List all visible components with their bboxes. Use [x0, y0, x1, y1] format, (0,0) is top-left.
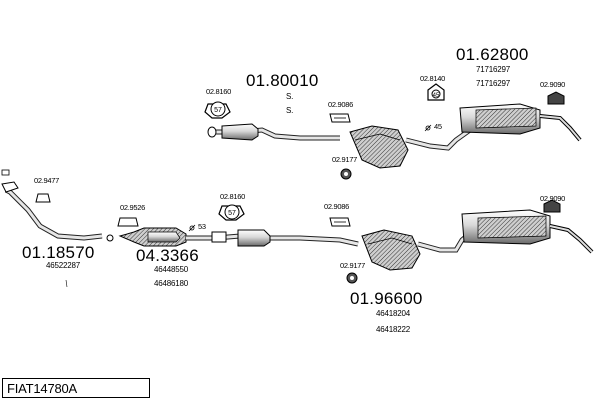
upper-clamp-tail-code: 02.9090	[540, 80, 566, 89]
diagram-title: FIAT14780A	[7, 381, 78, 396]
upper-clamp-rear-code: 02.8140	[420, 74, 446, 83]
lower-pipe-size: 53	[198, 222, 206, 231]
lower-clamp-front-code: 02.8160	[220, 192, 246, 201]
lower-exhaust-system	[1, 169, 594, 284]
upper-rear-part-number: 01.62800	[456, 45, 529, 64]
lower-clamp-front	[218, 204, 245, 221]
title-box: FIAT14780A	[2, 378, 150, 398]
lower-rear-silencer	[461, 209, 594, 254]
lower-clamp-tail	[543, 199, 561, 213]
upper-clamp-front-code: 02.8160	[206, 87, 232, 96]
upper-exhaust-system	[204, 83, 582, 180]
lower-downpipe-part-number: 01.18570	[22, 243, 95, 262]
upper-rubber-mount-code: 02.9177	[332, 155, 358, 164]
upper-rear-ref-1: 71716297	[476, 65, 510, 74]
lower-system-ref-2: 46418222	[376, 325, 410, 334]
upper-clamp-rear	[427, 83, 445, 101]
upper-center-silencer	[207, 123, 259, 141]
lower-clamp-tail-code: 02.9090	[540, 194, 566, 203]
upper-clamp-rear-badge: 45	[433, 93, 440, 99]
lower-cat-ref-1: 46448550	[154, 265, 188, 274]
lower-cat-part-number: 04.3366	[136, 246, 199, 265]
upper-rubber-mount	[340, 168, 352, 180]
upper-clamp-front	[204, 101, 231, 119]
upper-clamp-mid	[329, 113, 351, 123]
lower-pipe-size-marker	[188, 224, 196, 232]
lower-cat-clamp-code: 02.9526	[120, 203, 146, 212]
upper-clamp-tail	[547, 91, 565, 105]
lower-system-part-number: 01.96600	[350, 289, 423, 308]
lower-system-ref-1: 46418204	[376, 309, 410, 318]
lower-middle-box	[361, 229, 421, 271]
upper-pipe-size-marker	[424, 124, 432, 132]
lower-manifold-clip-code: 02.9477	[34, 176, 60, 185]
lower-catalytic-converter	[118, 227, 187, 247]
lower-downpipe-ref: 46522287	[46, 261, 80, 270]
upper-link-pipe	[405, 127, 472, 151]
lower-rubber-mount	[346, 272, 358, 284]
upper-front-note-2: S.	[286, 106, 294, 115]
lower-clamp-front-badge: 57	[228, 210, 236, 217]
lower-center-silencer	[211, 229, 271, 247]
upper-pipe-size: 45	[434, 122, 442, 131]
upper-middle-box	[349, 125, 409, 169]
upper-front-note-1: S.	[286, 92, 294, 101]
lower-cat-clamp	[106, 217, 139, 242]
lower-cat-ref-2: 46486180	[154, 279, 188, 288]
upper-clamp-mid-code: 02.9086	[328, 100, 354, 109]
lower-clamp-mid	[329, 217, 351, 227]
leader-lines	[65, 279, 68, 288]
lower-rubber-mount-code: 02.9177	[340, 261, 366, 270]
lower-manifold-clip	[35, 193, 51, 203]
lower-downpipe	[1, 169, 103, 241]
upper-front-part-number: 01.80010	[246, 71, 319, 90]
upper-rear-ref-2: 71716297	[476, 79, 510, 88]
lower-clamp-mid-code: 02.9086	[324, 202, 350, 211]
upper-rear-silencer	[459, 103, 582, 142]
upper-clamp-front-badge: 57	[214, 107, 222, 114]
